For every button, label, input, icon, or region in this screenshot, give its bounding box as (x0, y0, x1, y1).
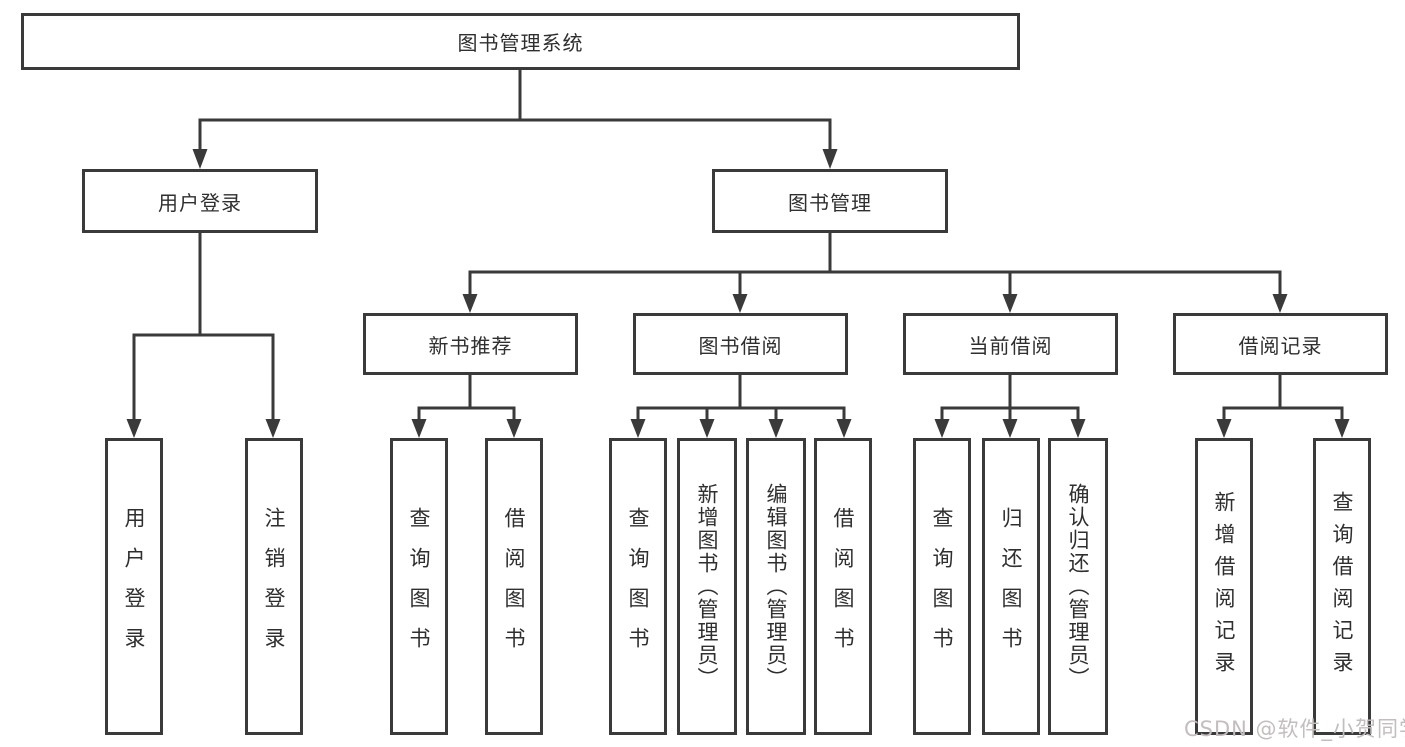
leaf-label: 注销登录 (262, 506, 286, 667)
node-label: 新书推荐 (428, 333, 513, 358)
leaf-logout: 注销登录 (245, 438, 303, 735)
leaf-label: 新增图书（管理员） (695, 483, 719, 690)
leaf-edit-books-admin: 编辑图书（管理员） (746, 438, 806, 735)
leaf-label: 编辑图书（管理员） (764, 483, 788, 690)
node-label: 借阅记录 (1238, 333, 1323, 358)
leaf-label: 查询借阅记录 (1330, 490, 1354, 683)
leaf-query-books-newbook: 查询图书 (390, 438, 448, 735)
leaf-confirm-return-admin: 确认归还（管理员） (1048, 438, 1108, 735)
leaf-return-books: 归还图书 (982, 438, 1040, 735)
node-label: 图书管理系统 (457, 31, 584, 55)
leaf-user-login: 用户登录 (105, 438, 163, 735)
node-book-management: 图书管理 (712, 169, 948, 233)
node-label: 用户登录 (158, 190, 242, 215)
leaf-add-borrow-record: 新增借阅记录 (1195, 438, 1253, 735)
node-user-login: 用户登录 (82, 169, 318, 233)
node-current-borrowing: 当前借阅 (903, 313, 1118, 375)
node-label: 图书借阅 (698, 333, 783, 358)
csdn-watermark: CSDN @软件_小贺同学 (1184, 717, 1405, 741)
leaf-borrow-books: 借阅图书 (814, 438, 872, 735)
node-library-system: 图书管理系统 (21, 13, 1020, 70)
node-label: 图书管理 (788, 190, 872, 215)
leaf-label: 新增借阅记录 (1212, 490, 1236, 683)
leaf-label: 用户登录 (122, 506, 146, 667)
node-borrow-records: 借阅记录 (1173, 313, 1388, 375)
leaf-label: 确认归还（管理员） (1066, 483, 1090, 690)
leaf-label: 查询图书 (626, 506, 650, 667)
node-new-book-recommend: 新书推荐 (363, 313, 578, 375)
leaf-borrow-books-newbook: 借阅图书 (485, 438, 543, 735)
leaf-label: 借阅图书 (502, 506, 526, 667)
leaf-query-books-borrow: 查询图书 (609, 438, 667, 735)
leaf-query-borrow-record: 查询借阅记录 (1313, 438, 1371, 735)
leaf-label: 借阅图书 (831, 506, 855, 667)
leaf-add-books-admin: 新增图书（管理员） (677, 438, 737, 735)
leaf-label: 归还图书 (999, 506, 1023, 667)
node-label: 当前借阅 (968, 333, 1053, 358)
node-book-borrowing: 图书借阅 (633, 313, 848, 375)
leaf-label: 查询图书 (930, 506, 954, 667)
leaf-label: 查询图书 (407, 506, 431, 667)
leaf-query-books-current: 查询图书 (913, 438, 971, 735)
